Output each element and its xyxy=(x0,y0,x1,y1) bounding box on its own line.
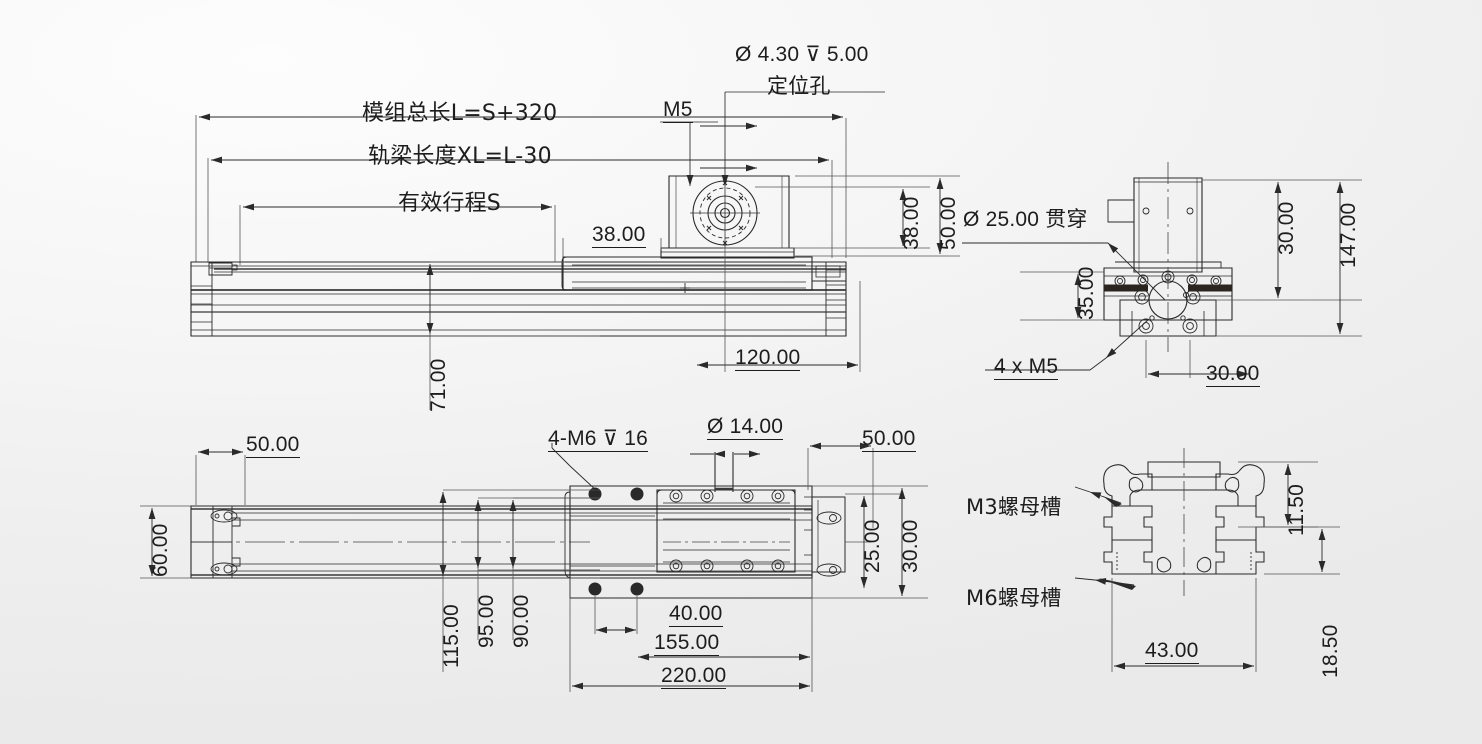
dim-30-plan: 30.00 xyxy=(899,519,922,573)
four-m5-label: 4 x M5 xyxy=(994,355,1059,380)
dim-11-5: 11.50 xyxy=(1285,484,1308,536)
total-length-label: 模组总长L=S+320 xyxy=(362,101,558,126)
dim-50-right-plan: 50.00 xyxy=(862,427,916,452)
dim-35: 35.00 xyxy=(1075,266,1098,320)
tap-note-label: 4-M6 ⊽ 16 xyxy=(548,427,649,452)
dim-90: 90.00 xyxy=(510,594,533,648)
dim-18-5: 18.50 xyxy=(1319,624,1342,678)
dim-50-left: 50.00 xyxy=(246,433,300,458)
dim-30-vertical: 30.00 xyxy=(1275,201,1298,255)
dim-120: 120.00 xyxy=(735,346,801,371)
bore-note-label: Ø 25.00 贯穿 xyxy=(963,208,1088,231)
m3-slot-label: M3螺母槽 xyxy=(966,495,1062,519)
dim-40: 40.00 xyxy=(669,602,723,627)
dim-30-horizontal: 30.00 xyxy=(1206,362,1260,387)
m5-note-label: M5 xyxy=(663,98,693,123)
dim-147: 147.00 xyxy=(1337,202,1360,268)
dim-50-right: 50.00 xyxy=(937,196,960,250)
dim-155: 155.00 xyxy=(654,631,720,656)
dim-71: 71.00 xyxy=(427,358,450,412)
dim-25: 25.00 xyxy=(861,519,884,573)
dim-43: 43.00 xyxy=(1145,639,1199,664)
dim-38-right: 38.00 xyxy=(900,196,923,250)
dim-115: 115.00 xyxy=(440,604,463,668)
hole-name-label: 定位孔 xyxy=(767,74,831,98)
dim-60: 60.00 xyxy=(149,523,172,577)
hole-spec-label: Ø 4.30 ⊽ 5.00 xyxy=(735,43,869,66)
effective-stroke-label: 有效行程S xyxy=(398,191,501,216)
dim-220: 220.00 xyxy=(661,664,727,689)
dim-95: 95.00 xyxy=(475,594,498,648)
m6-slot-label: M6螺母槽 xyxy=(966,586,1062,610)
hole-14-label: Ø 14.00 xyxy=(707,415,784,440)
rail-length-label: 轨梁长度XL=L-30 xyxy=(368,144,552,169)
dim-38-slider: 38.00 xyxy=(592,223,646,248)
